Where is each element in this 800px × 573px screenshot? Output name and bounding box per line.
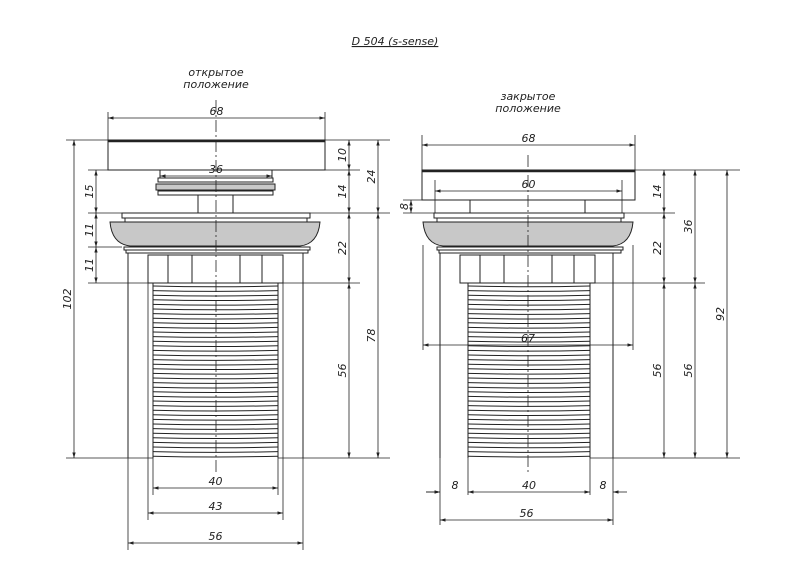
closed-caption-2: положение <box>495 102 561 115</box>
dim-total-height: 92 <box>714 170 729 458</box>
dim-thread-diameter: 40 <box>468 479 590 494</box>
dim-body-diameter-label: 56 <box>209 530 223 543</box>
dim-thread-height: 56 <box>336 283 351 458</box>
dim-right-offset-label: 8 <box>600 479 607 492</box>
dim-flange-h2: 11 <box>83 247 98 283</box>
open-caption-1: открытое <box>188 66 244 79</box>
closed-caption-1: закрытое <box>501 90 556 103</box>
dim-total-height: 102 <box>61 140 76 458</box>
dim-cap-width-label: 68 <box>210 105 224 118</box>
dim-plug-gap-label: 15 <box>83 185 96 199</box>
dim-top-height: 36 <box>682 170 697 283</box>
dim-gap-label: 8 <box>398 203 411 210</box>
dim-top-height: 24 <box>365 140 380 213</box>
dim-inner-width-label: 60 <box>522 178 536 191</box>
dim-plug-height: 14 <box>336 170 351 213</box>
dim-cap-height-label: 14 <box>651 185 664 199</box>
dim-plug-gap: 15 <box>83 170 98 213</box>
dim-cap-height: 10 <box>336 140 351 170</box>
dim-cap-width: 68 <box>108 105 325 120</box>
dim-flange-h2-label: 11 <box>83 258 96 272</box>
open-caption-2: положение <box>183 78 249 91</box>
dim-flange-height-label: 22 <box>651 241 664 255</box>
dim-thread-height-2: 56 <box>682 283 697 458</box>
dim-body-diameter-label: 56 <box>520 507 534 520</box>
dim-plug-height-label: 14 <box>336 185 349 199</box>
dim-left-offset: 8 <box>426 479 459 494</box>
dim-flange-diameter-label: 67 <box>521 332 535 345</box>
dim-flange-height: 22 <box>336 213 351 283</box>
dim-thread-height-label: 56 <box>336 364 349 378</box>
dim-thread-height: 56 <box>651 283 666 458</box>
dim-right-offset: 8 <box>426 479 627 494</box>
dim-cap-height: 14 <box>651 170 666 213</box>
flange <box>109 221 321 247</box>
dim-flange-h1: 11 <box>83 213 98 247</box>
dim-total-height-label: 102 <box>61 289 74 310</box>
dim-thread-diameter: 40 <box>153 475 278 490</box>
dim-thread-diameter-label: 40 <box>522 479 536 492</box>
dim-body-height: 78 <box>365 213 380 458</box>
dim-thread-height-2-label: 56 <box>682 364 695 378</box>
thread <box>467 283 591 458</box>
thread <box>152 283 279 458</box>
nut <box>459 254 596 284</box>
drawing-title: D 504 (s-sense) <box>352 35 439 48</box>
nut <box>147 254 284 284</box>
dim-cap-width: 68 <box>422 132 635 147</box>
dim-flange-h1-label: 11 <box>83 223 96 237</box>
dim-nut-diameter-label: 43 <box>209 500 223 513</box>
dim-gap: 8 <box>398 200 413 213</box>
dim-plug-width-label: 36 <box>209 163 223 176</box>
dim-plug-width: 36 <box>160 163 272 178</box>
dim-cap-width-label: 68 <box>522 132 536 145</box>
dim-body-height-label: 78 <box>365 329 378 343</box>
dim-nut-diameter: 43 <box>148 500 283 515</box>
dim-top-height-label: 36 <box>682 220 695 234</box>
dim-top-height-label: 24 <box>365 170 378 184</box>
plug-seal <box>155 183 276 191</box>
dim-flange-diameter: 67 <box>423 332 633 347</box>
open-position-view: открытое положение <box>61 66 390 550</box>
dim-left-offset-label: 8 <box>452 479 459 492</box>
flange <box>422 221 634 247</box>
dim-cap-height-label: 10 <box>336 148 349 162</box>
dim-inner-width: 60 <box>435 178 622 193</box>
dim-total-height-label: 92 <box>714 307 727 321</box>
dim-flange-height: 22 <box>651 213 666 283</box>
dim-body-diameter: 56 <box>440 507 613 522</box>
dim-thread-diameter-label: 40 <box>209 475 223 488</box>
dim-body-diameter: 56 <box>128 530 303 545</box>
dim-thread-height-label: 56 <box>651 364 664 378</box>
dim-flange-height-label: 22 <box>336 241 349 255</box>
